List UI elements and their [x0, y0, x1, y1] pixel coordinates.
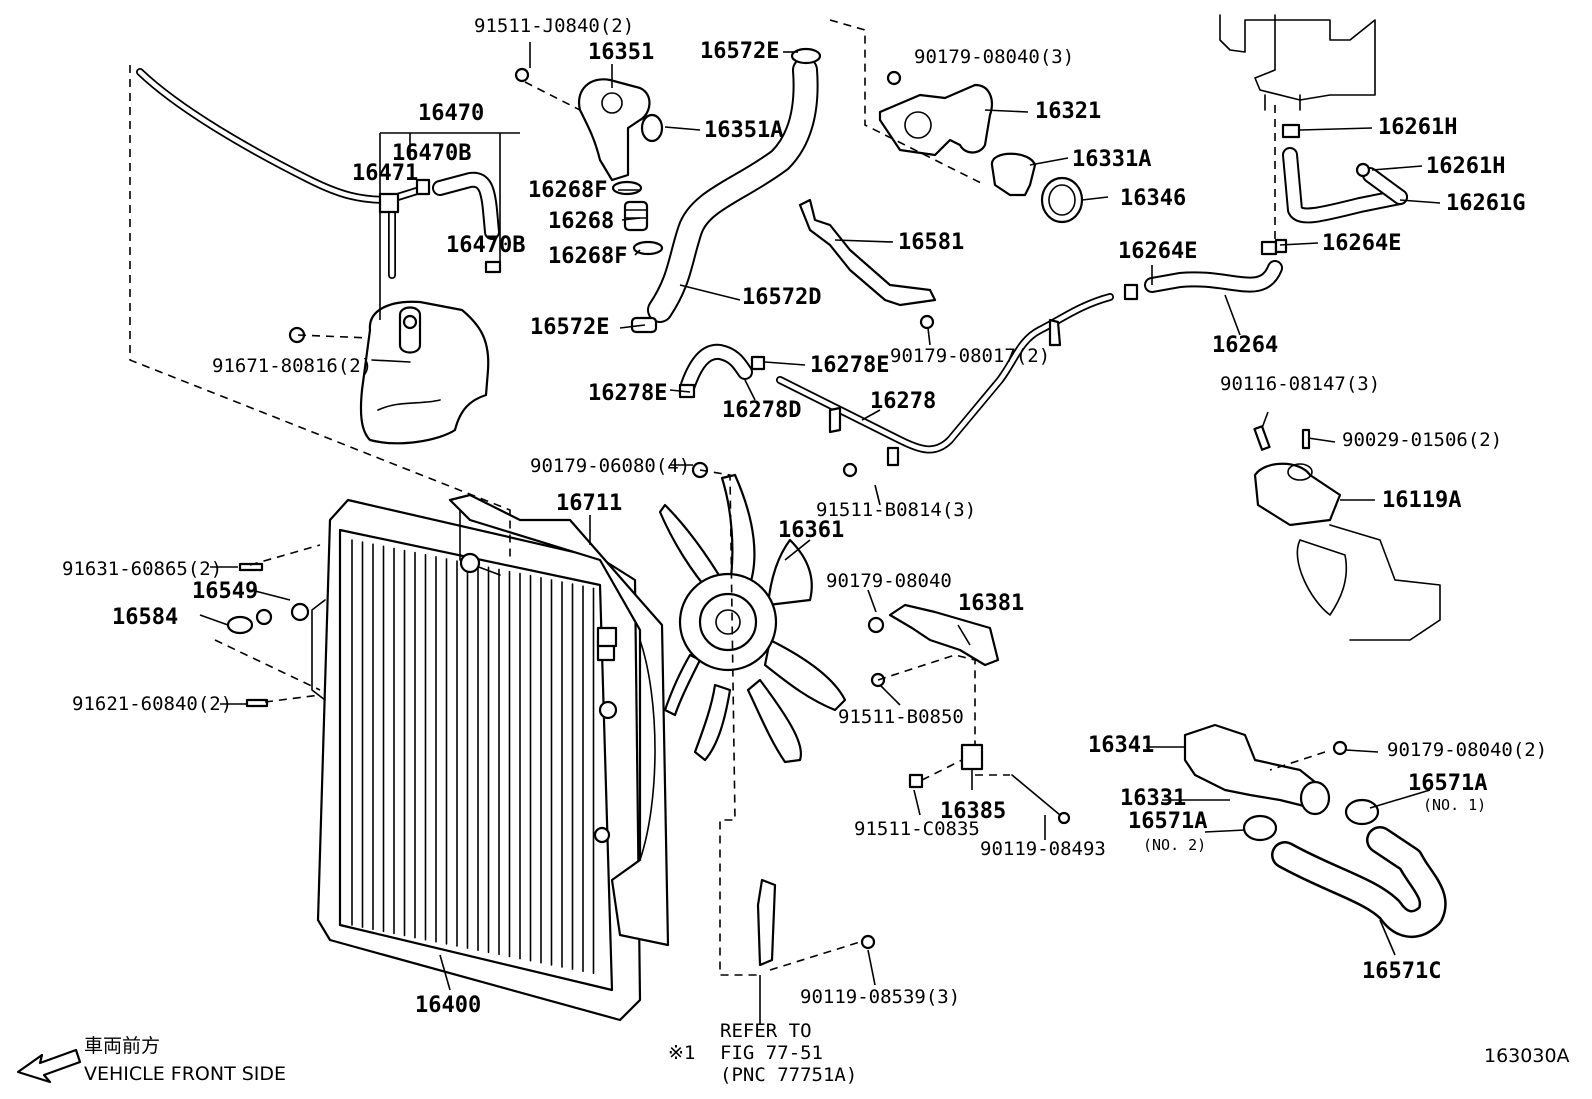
bracket-16581: [798, 198, 937, 330]
label-16571A-1-note: (NO. 1): [1423, 796, 1486, 814]
label-16400: 16400: [415, 993, 481, 1018]
refer-line-2: FIG 77-51: [720, 1042, 823, 1064]
radiator-16400: [311, 498, 642, 1022]
label-91631-60865: 91631-60865(2): [62, 558, 222, 580]
label-16571A-2: 16571A: [1128, 809, 1207, 834]
label-16341: 16341: [1088, 733, 1154, 758]
reservoir-tank-16470: [359, 206, 490, 445]
fan-16361: [658, 473, 847, 764]
label-16584: 16584: [112, 605, 178, 630]
hose-16261G: [1281, 123, 1408, 224]
label-16278: 16278: [870, 389, 936, 414]
label-91511-C0835: 91511-C0835: [854, 818, 980, 840]
label-16278E-a: 16278E: [810, 353, 889, 378]
label-16571C: 16571C: [1362, 959, 1441, 984]
label-90179-08017: 90179-08017(2): [890, 345, 1050, 367]
label-16261H-a: 16261H: [1378, 115, 1457, 140]
label-91511-J0840: 91511-J0840(2): [474, 15, 634, 37]
label-16572D: 16572D: [742, 285, 821, 310]
label-16268F-b: 16268F: [548, 244, 627, 269]
label-16361: 16361: [778, 518, 844, 543]
refer-line-3: (PNC 77751A): [720, 1064, 857, 1086]
part-labels: 91511-J0840(2) 16351 16572E 90179-08040(…: [62, 15, 1547, 1086]
inlet-housing-16331: [1183, 723, 1380, 842]
label-16470: 16470: [418, 101, 484, 126]
label-90179-08040-2: 90179-08040(2): [1387, 739, 1547, 761]
label-16261G: 16261G: [1446, 191, 1525, 216]
refer-mark: ※1: [668, 1042, 695, 1064]
label-16471: 16471: [352, 161, 418, 186]
label-16572E-top: 16572E: [700, 39, 779, 64]
phantom-lines: [129, 19, 1326, 976]
label-16351: 16351: [588, 40, 654, 65]
label-90179-08040: 90179-08040: [826, 570, 952, 592]
front-side-en: VEHICLE FRONT SIDE: [84, 1063, 286, 1085]
drain-plug-16584: [226, 562, 310, 708]
label-16381: 16381: [958, 591, 1024, 616]
label-16572E-bottom: 16572E: [530, 315, 609, 340]
front-side-jp: 車両前方: [84, 1035, 160, 1057]
label-16470B-a: 16470B: [392, 141, 471, 166]
bypass-hose-16278D: [678, 343, 766, 399]
label-91511-B0850: 91511-B0850: [838, 706, 964, 728]
label-90179-06080: 90179-06080(4): [530, 455, 690, 477]
fan-shroud-16711: [448, 493, 670, 947]
bracket-16381: [867, 603, 1071, 825]
upper-hose-16572D: [630, 47, 822, 334]
label-16264: 16264: [1212, 333, 1278, 358]
label-16268F-a: 16268F: [528, 178, 607, 203]
label-16581: 16581: [898, 230, 964, 255]
label-16278D: 16278D: [722, 398, 801, 423]
heater-hose-16264: [1123, 240, 1283, 301]
outlet-16119A: [1253, 425, 1441, 641]
thermostat-16331A: [990, 152, 1084, 224]
label-91621-60840: 91621-60840(2): [72, 693, 232, 715]
label-16385: 16385: [940, 799, 1006, 824]
label-90116-08147: 90116-08147(3): [1220, 373, 1380, 395]
label-16711: 16711: [556, 491, 622, 516]
label-90179-08040-3: 90179-08040(3): [914, 46, 1074, 68]
label-16264E-b: 16264E: [1322, 231, 1401, 256]
label-16571A-1: 16571A: [1408, 771, 1487, 796]
diagram-code: 163030A: [1484, 1045, 1570, 1067]
water-pipe-16278: [776, 293, 1114, 478]
overflow-pipe-16471: [136, 68, 502, 274]
label-16264E-a: 16264E: [1118, 239, 1197, 264]
label-16268: 16268: [548, 209, 614, 234]
refer-line-1: REFER TO: [720, 1020, 812, 1042]
label-16278E-b: 16278E: [588, 381, 667, 406]
label-90029-01506: 90029-01506(2): [1342, 429, 1502, 451]
label-91671-80816: 91671-80816(2): [212, 355, 372, 377]
label-16119A: 16119A: [1382, 488, 1461, 513]
label-16331A: 16331A: [1072, 147, 1151, 172]
label-16571A-2-note: (NO. 2): [1143, 836, 1206, 854]
label-16331: 16331: [1120, 786, 1186, 811]
arrow-left-icon: [16, 1048, 82, 1084]
label-16261H-b: 16261H: [1426, 154, 1505, 179]
label-91511-B0814: 91511-B0814(3): [816, 499, 976, 521]
label-90119-08493: 90119-08493: [980, 838, 1106, 860]
label-90119-08539: 90119-08539(3): [800, 986, 960, 1008]
leader-lines: [199, 42, 1441, 1025]
water-outlet-16351: [514, 67, 664, 256]
front-side-indicator: 車両前方 VEHICLE FRONT SIDE: [16, 1035, 286, 1085]
label-16549: 16549: [192, 579, 258, 604]
water-inlet-16321: [878, 70, 993, 157]
label-16351A: 16351A: [704, 118, 783, 143]
radiator-outlet-hose-16571C: [1271, 826, 1447, 938]
label-16470B-b: 16470B: [446, 233, 525, 258]
engine-block-fragment: [1219, 14, 1376, 111]
label-16346: 16346: [1120, 186, 1186, 211]
bracket-77751A: [756, 878, 876, 967]
label-16321: 16321: [1035, 99, 1101, 124]
